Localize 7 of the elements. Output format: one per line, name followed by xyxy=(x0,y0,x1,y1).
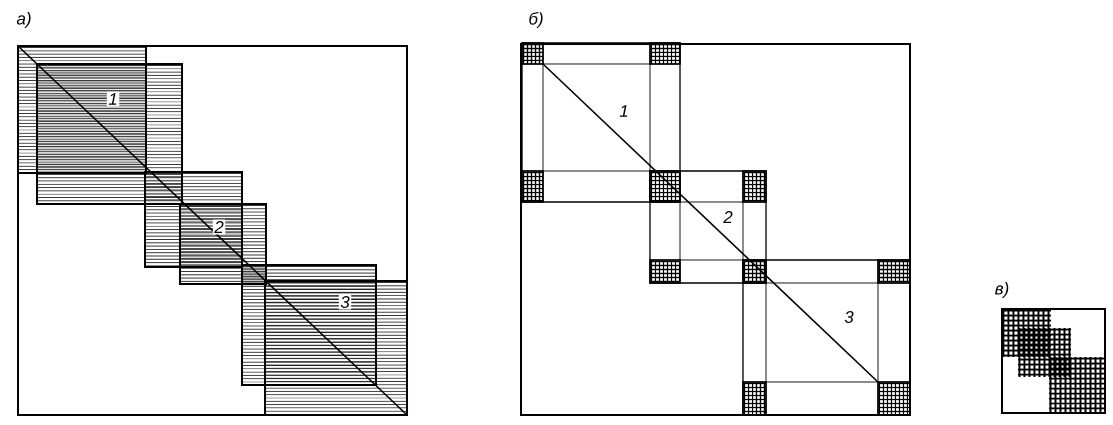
panel-label: б) xyxy=(529,12,543,28)
panel-label: в) xyxy=(995,282,1009,298)
block-number: 3 xyxy=(338,294,352,310)
panel-label: а) xyxy=(16,12,31,28)
block-number: 1 xyxy=(617,103,631,119)
block-number: 2 xyxy=(721,209,735,225)
block-number: 3 xyxy=(842,309,856,325)
